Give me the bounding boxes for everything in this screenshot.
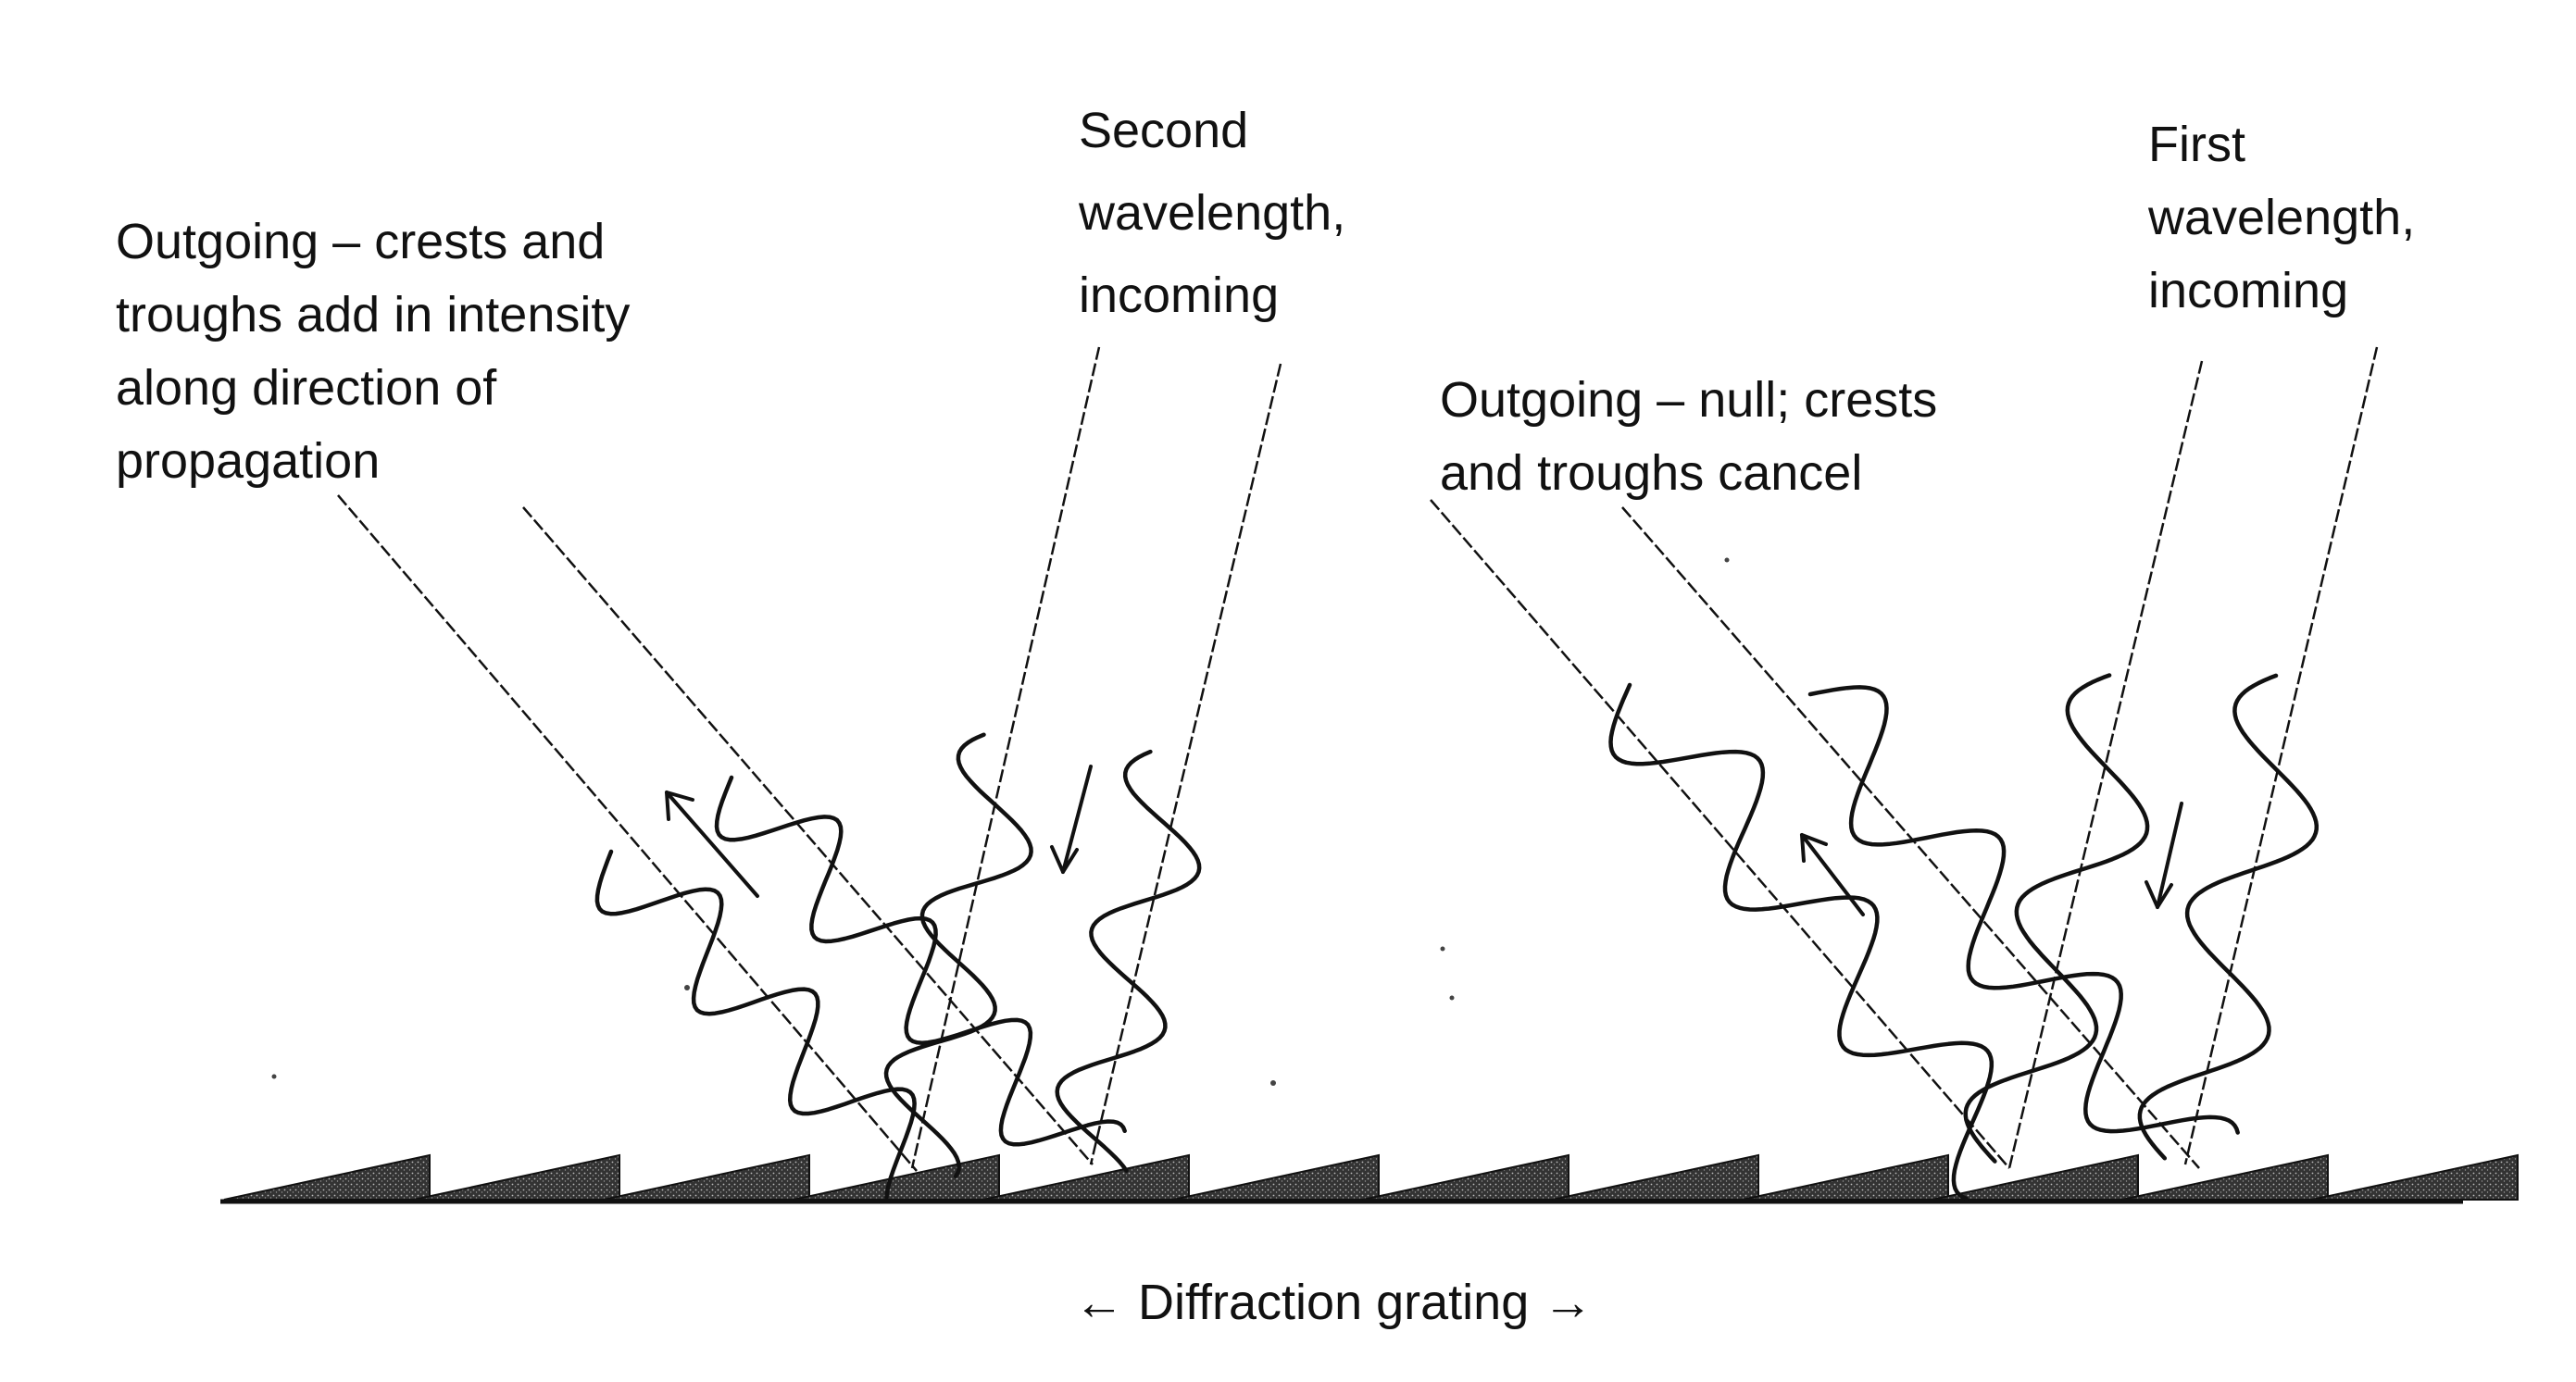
outgoing-null-label: Outgoing – null; crests and troughs canc… xyxy=(1440,364,1937,510)
outgoing-wave-right-1 xyxy=(1608,682,1995,1201)
grating-tooth xyxy=(2121,1153,2329,1201)
grating-teeth xyxy=(223,1153,2519,1201)
second-incoming-wave-1 xyxy=(883,732,1033,1178)
label-line: and troughs cancel xyxy=(1440,445,1863,501)
outgoing-ray-right-1 xyxy=(1430,499,2010,1169)
first-incoming-wave-1 xyxy=(1963,673,2150,1164)
grating-tooth xyxy=(1362,1153,1569,1201)
outgoing-wave-left-2 xyxy=(714,775,1127,1147)
grating-tooth xyxy=(1552,1153,1759,1201)
label-line: propagation xyxy=(116,433,381,489)
grating-tooth xyxy=(982,1153,1190,1201)
second-incoming-ray-1 xyxy=(910,346,1101,1169)
grating-tooth xyxy=(1932,1153,2139,1201)
label-line: incoming xyxy=(2148,263,2349,318)
outgoing-constructive-label: Outgoing – crests and troughs add in int… xyxy=(116,205,630,498)
first-incoming-arrow xyxy=(2145,802,2183,909)
label-line: Outgoing – null; crests xyxy=(1440,372,1938,428)
first-incoming-ray-2 xyxy=(2183,346,2379,1165)
grating-tooth xyxy=(223,1153,431,1201)
label-line: troughs add in intensity xyxy=(116,287,631,342)
grating-tooth xyxy=(1742,1153,1949,1201)
label-line: Outgoing – crests and xyxy=(116,214,606,269)
outgoing-ray-left-1 xyxy=(337,494,918,1172)
outgoing-ray-right-2 xyxy=(1621,506,2200,1169)
grating-tooth xyxy=(413,1153,620,1201)
outgoing-arrow-right xyxy=(1800,833,1865,916)
second-incoming-arrow xyxy=(1050,765,1093,874)
first-incoming-ray-1 xyxy=(2007,360,2204,1169)
label-line: Second xyxy=(1079,103,1249,158)
second-incoming-ray-2 xyxy=(1089,363,1282,1165)
outgoing-wave-right-2 xyxy=(1807,685,2240,1135)
diffraction-grating-label: ← Diffraction grating → xyxy=(1074,1275,1594,1330)
first-incoming-wave-2 xyxy=(2137,673,2320,1161)
grating-tooth xyxy=(1172,1153,1380,1201)
outgoing-arrow-left xyxy=(665,791,759,898)
outgoing-ray-left-2 xyxy=(522,506,1094,1165)
label-line: wavelength, xyxy=(1079,185,1346,241)
second-wavelength-label: Second wavelength, incoming xyxy=(1079,90,1345,337)
grating-tooth xyxy=(2311,1153,2519,1201)
first-wavelength-label: First wavelength, incoming xyxy=(2148,108,2415,328)
grating-tooth xyxy=(603,1153,810,1201)
second-incoming-wave-2 xyxy=(1055,749,1202,1173)
label-line: First xyxy=(2148,117,2245,172)
label-line: along direction of xyxy=(116,360,497,416)
label-line: wavelength, xyxy=(2148,190,2416,245)
label-line: incoming xyxy=(1079,268,1280,323)
grating-tooth xyxy=(793,1153,1000,1201)
